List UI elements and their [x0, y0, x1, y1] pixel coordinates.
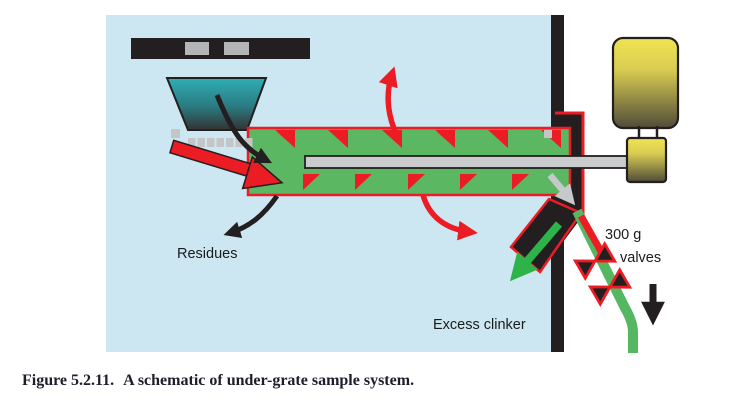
figure-caption-number: Figure 5.2.11. [22, 372, 115, 389]
feed-flow-arrow [214, 94, 273, 164]
grate-triangle-top [275, 130, 295, 148]
grate-tooth [188, 138, 196, 147]
inlet-beam [131, 38, 310, 59]
grate-tooth [226, 138, 234, 147]
hydraulic-cylinder [611, 36, 680, 130]
air-down-arrow [420, 194, 478, 241]
grate-triangle-bottom [408, 174, 425, 190]
grate-tooth [216, 138, 224, 147]
grate-triangle-top [488, 130, 508, 148]
grate-triangle-top [435, 130, 455, 148]
sample-drop-arrow [547, 172, 576, 206]
valve-weight-label: 300 g [605, 227, 641, 243]
excess-clinker-arrow [509, 221, 563, 282]
grate-tooth [197, 138, 205, 147]
grate-tooth [171, 129, 180, 138]
figure-caption-text: A schematic of under-grate sample system… [123, 372, 415, 389]
sample-stream-red [577, 214, 607, 257]
grate-tooth [207, 138, 215, 147]
beam-roller-right [224, 42, 249, 55]
grate-triangle-bottom [303, 174, 320, 190]
grate-triangle-bottom [512, 174, 529, 190]
residues-arrow [223, 194, 280, 239]
valves-label: valves [620, 250, 661, 266]
residues-label: Residues [177, 246, 237, 262]
grate-triangle-bottom [355, 174, 372, 190]
wall-step-red-edge [555, 111, 585, 215]
grate-tooth [235, 138, 243, 147]
valve-icon [572, 241, 618, 281]
air-up-arrow [378, 66, 398, 133]
beam-roller-left [185, 42, 209, 55]
clinker-feed-arrow [169, 139, 284, 190]
grate-triangle-top [328, 130, 348, 148]
sample-pipe [572, 208, 638, 353]
valve-icon [587, 267, 633, 307]
grate-tooth [245, 138, 253, 147]
cylinder-drive-block [625, 136, 668, 184]
excess-clinker-label: Excess clinker [433, 317, 526, 333]
push-rod [304, 155, 641, 169]
grate-triangle-bottom [460, 174, 477, 190]
figure-caption: Figure 5.2.11. A schematic of under-grate… [22, 372, 722, 390]
grate-triangle-top [382, 130, 402, 148]
grate-tooth [544, 130, 552, 138]
